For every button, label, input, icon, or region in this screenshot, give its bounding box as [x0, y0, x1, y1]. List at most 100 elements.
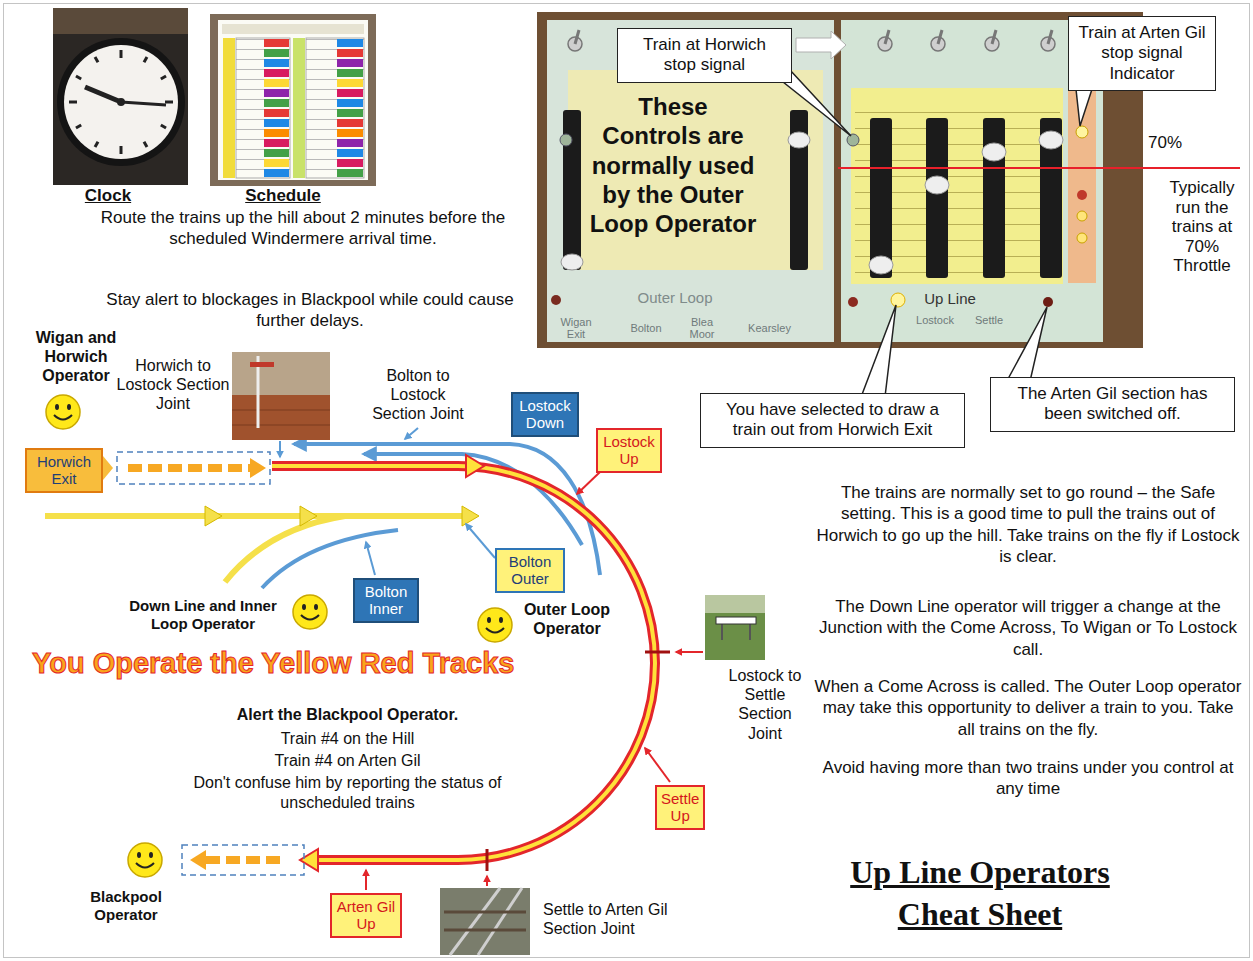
clock-photo [117, 98, 125, 106]
callout-text: You have selected to draw a train out fr… [708, 400, 957, 441]
throttle-note: Typically run the trains at 70% Throttle [1160, 178, 1244, 276]
smiley-eye [499, 617, 503, 623]
control-panel-photo [926, 118, 948, 278]
alert-item: Don't confuse him by reporting the statu… [185, 773, 510, 812]
smiley-face [128, 843, 162, 877]
control-panel-photo [575, 30, 579, 44]
track-plan [645, 651, 670, 654]
track-plan [462, 506, 479, 526]
clock-photo [69, 101, 77, 104]
control-panel-photo [537, 12, 1143, 348]
clock-photo [57, 38, 185, 166]
schedule-photo [264, 149, 289, 157]
panel-switch-label: Kearsley [742, 322, 797, 334]
schedule-photo [337, 139, 363, 147]
clock-photo [95, 57, 98, 62]
operator-figure: Wigan and Horwich Operator [20, 326, 132, 432]
operator-name: Blackpool Operator [86, 888, 166, 924]
control-panel-photo [788, 132, 810, 148]
leader-line [405, 428, 418, 439]
schedule-photo [264, 79, 289, 87]
track-plan [300, 849, 318, 871]
track-plan [225, 516, 345, 582]
section-joint-photo [444, 911, 526, 914]
section-joint-caption: Lostock to Settle Section Joint [725, 666, 805, 743]
clock-photo [120, 146, 123, 154]
alert-item: Train #4 on Arten Gil [195, 751, 500, 771]
schedule-photo [223, 38, 235, 178]
section-joint-photo [478, 888, 522, 955]
leader-line [365, 870, 367, 890]
smiley-face [293, 595, 327, 629]
track-name: Horwich Exit [31, 453, 97, 488]
schedule-photo [337, 149, 363, 157]
callout-box: Train at Horwich stop signal [617, 28, 792, 83]
panel-switch-label: Lostock [908, 314, 962, 326]
schedule-photo [306, 38, 364, 178]
track-label: Lostock Up [596, 428, 662, 473]
callout-text: The Arten Gil section has been switched … [998, 384, 1227, 425]
control-panel-photo [547, 20, 834, 342]
control-panel-photo [537, 12, 1143, 348]
smiley-eye [302, 604, 306, 610]
smiley-mouth [136, 863, 154, 868]
panel-legend: Up Line [915, 290, 985, 308]
control-panel-photo [1043, 297, 1053, 307]
schedule-photo [337, 89, 363, 97]
control-panel-photo [891, 293, 905, 307]
leader-line [279, 441, 281, 457]
leader-line [486, 876, 488, 886]
callout-text: Train at Arten Gil stop signal Indicator [1076, 23, 1208, 84]
control-panel-photo [885, 30, 889, 44]
schedule-photo [337, 49, 363, 57]
schedule-photo [337, 129, 363, 137]
section-joint-photo [444, 929, 526, 932]
clock-photo [120, 50, 123, 58]
instruction-note: Route the trains up the hill about 2 min… [66, 208, 540, 249]
track-name: Lostock Up [602, 433, 656, 468]
section-joint-photo [721, 622, 723, 640]
smiley-face [126, 841, 164, 879]
section-joint-photo [232, 425, 330, 426]
section-joint-photo [749, 622, 751, 640]
control-panel-photo [841, 20, 1103, 342]
section-joint-photo [716, 617, 756, 624]
panel-switch-label: Bolton [622, 322, 670, 334]
section-joint-photo [232, 352, 330, 440]
schedule-photo [264, 69, 289, 77]
schedule-photo [264, 119, 289, 127]
control-panel-photo [851, 88, 1063, 284]
control-panel-photo [551, 295, 561, 305]
operator-name: Wigan and Horwich Operator [26, 328, 126, 386]
photo-caption: Schedule [238, 186, 328, 207]
smiley-eye [137, 852, 141, 858]
callout-box: You have selected to draw a train out fr… [700, 393, 965, 448]
smiley-eye [487, 617, 491, 623]
track-plan [300, 506, 317, 526]
control-panel-photo [983, 118, 1005, 278]
control-panel-photo [1077, 211, 1087, 221]
throttle-marker-line [838, 167, 1240, 169]
schedule-photo [337, 109, 363, 117]
section-joint-photo [440, 888, 530, 955]
exit-siding [117, 452, 270, 484]
schedule-photo [337, 99, 363, 107]
schedule-photo [264, 129, 289, 137]
section-joint-photo [232, 395, 330, 440]
clock-photo [53, 8, 188, 34]
smiley-face [46, 395, 80, 429]
track-label: Horwich Exit [25, 448, 103, 493]
smiley-mouth [486, 628, 504, 633]
throttle-value: 70% [1148, 133, 1182, 154]
clock-photo [144, 142, 147, 147]
control-panel-photo [561, 254, 583, 270]
schedule-photo [264, 59, 289, 67]
control-panel-photo [938, 30, 942, 44]
track-plan [45, 513, 470, 519]
control-panel-photo [869, 256, 893, 274]
leader-line [366, 542, 375, 575]
track-name: Arten Gil Up [336, 898, 396, 933]
callout-tail [768, 70, 1095, 405]
smiley-mouth [301, 615, 319, 620]
